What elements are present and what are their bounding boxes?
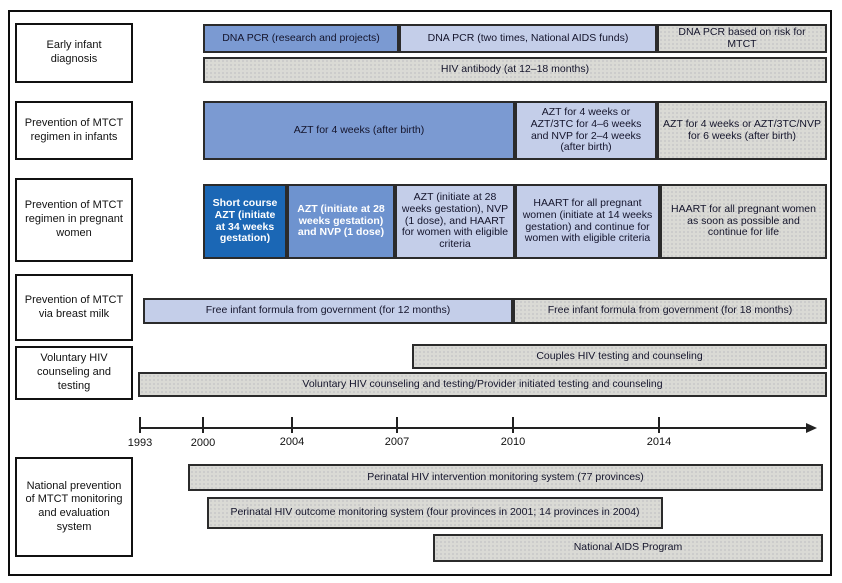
bar-formula-18-months: Free infant formula from government (for…: [513, 298, 827, 324]
tick-2000: [202, 417, 204, 433]
bar-dna-pcr-two-times: DNA PCR (two times, National AIDS funds): [399, 24, 657, 53]
bar-dna-pcr-research: DNA PCR (research and projects): [203, 24, 399, 53]
year-label-2014: 2014: [646, 436, 672, 448]
bar-perinatal-outcome-monitoring: Perinatal HIV outcome monitoring system …: [207, 497, 663, 529]
bar-couples-testing: Couples HIV testing and counseling: [412, 344, 827, 369]
row-label-early-infant-diagnosis: Early infant diagnosis: [15, 23, 133, 83]
year-label-2007: 2007: [384, 436, 410, 448]
year-label-2004: 2004: [279, 436, 305, 448]
timeline-axis: [140, 427, 808, 429]
bar-formula-12-months: Free infant formula from government (for…: [143, 298, 513, 324]
bar-haart-14-weeks: HAART for all pregnant women (initiate a…: [515, 184, 660, 259]
row-label-monitoring-evaluation: National prevention of MTCT monitoring a…: [15, 457, 133, 557]
year-label-1993: 1993: [127, 437, 153, 449]
year-label-2010: 2010: [500, 436, 526, 448]
tick-2014: [658, 417, 660, 433]
tick-2010: [512, 417, 514, 433]
bar-azt-3tc-nvp-6-weeks: AZT for 4 weeks or AZT/3TC/NVP for 6 wee…: [657, 101, 827, 160]
row-label-mtct-breast-milk: Prevention of MTCT via breast milk: [15, 274, 133, 341]
bar-azt-4-weeks-infant: AZT for 4 weeks (after birth): [203, 101, 515, 160]
tick-2004: [291, 417, 293, 433]
row-label-voluntary-counseling: Voluntary HIV counseling and testing: [15, 346, 133, 400]
bar-perinatal-intervention-monitoring: Perinatal HIV intervention monitoring sy…: [188, 464, 823, 491]
tick-1993: [139, 417, 141, 433]
bar-azt-3tc-nvp-infant: AZT for 4 weeks or AZT/3TC for 4–6 weeks…: [515, 101, 657, 160]
row-label-mtct-regimen-pregnant-women: Prevention of MTCT regimen in pregnant w…: [15, 178, 133, 262]
bar-national-aids-program: National AIDS Program: [433, 534, 823, 562]
year-label-2000: 2000: [190, 437, 216, 449]
timeline-arrow-icon: [806, 423, 817, 433]
bar-voluntary-testing: Voluntary HIV counseling and testing/Pro…: [138, 372, 827, 397]
bar-short-course-azt: Short course AZT (initiate at 34 weeks g…: [203, 184, 287, 259]
bar-dna-pcr-risk: DNA PCR based on risk for MTCT: [657, 24, 827, 53]
row-label-mtct-regimen-infants: Prevention of MTCT regimen in infants: [15, 101, 133, 160]
bar-hiv-antibody: HIV antibody (at 12–18 months): [203, 57, 827, 83]
tick-2007: [396, 417, 398, 433]
bar-haart-for-life: HAART for all pregnant women as soon as …: [660, 184, 827, 259]
bar-azt-28-weeks-nvp-haart: AZT (initiate at 28 weeks gestation), NV…: [395, 184, 515, 259]
bar-azt-28-weeks-nvp: AZT (initiate at 28 weeks gestation) and…: [287, 184, 395, 259]
